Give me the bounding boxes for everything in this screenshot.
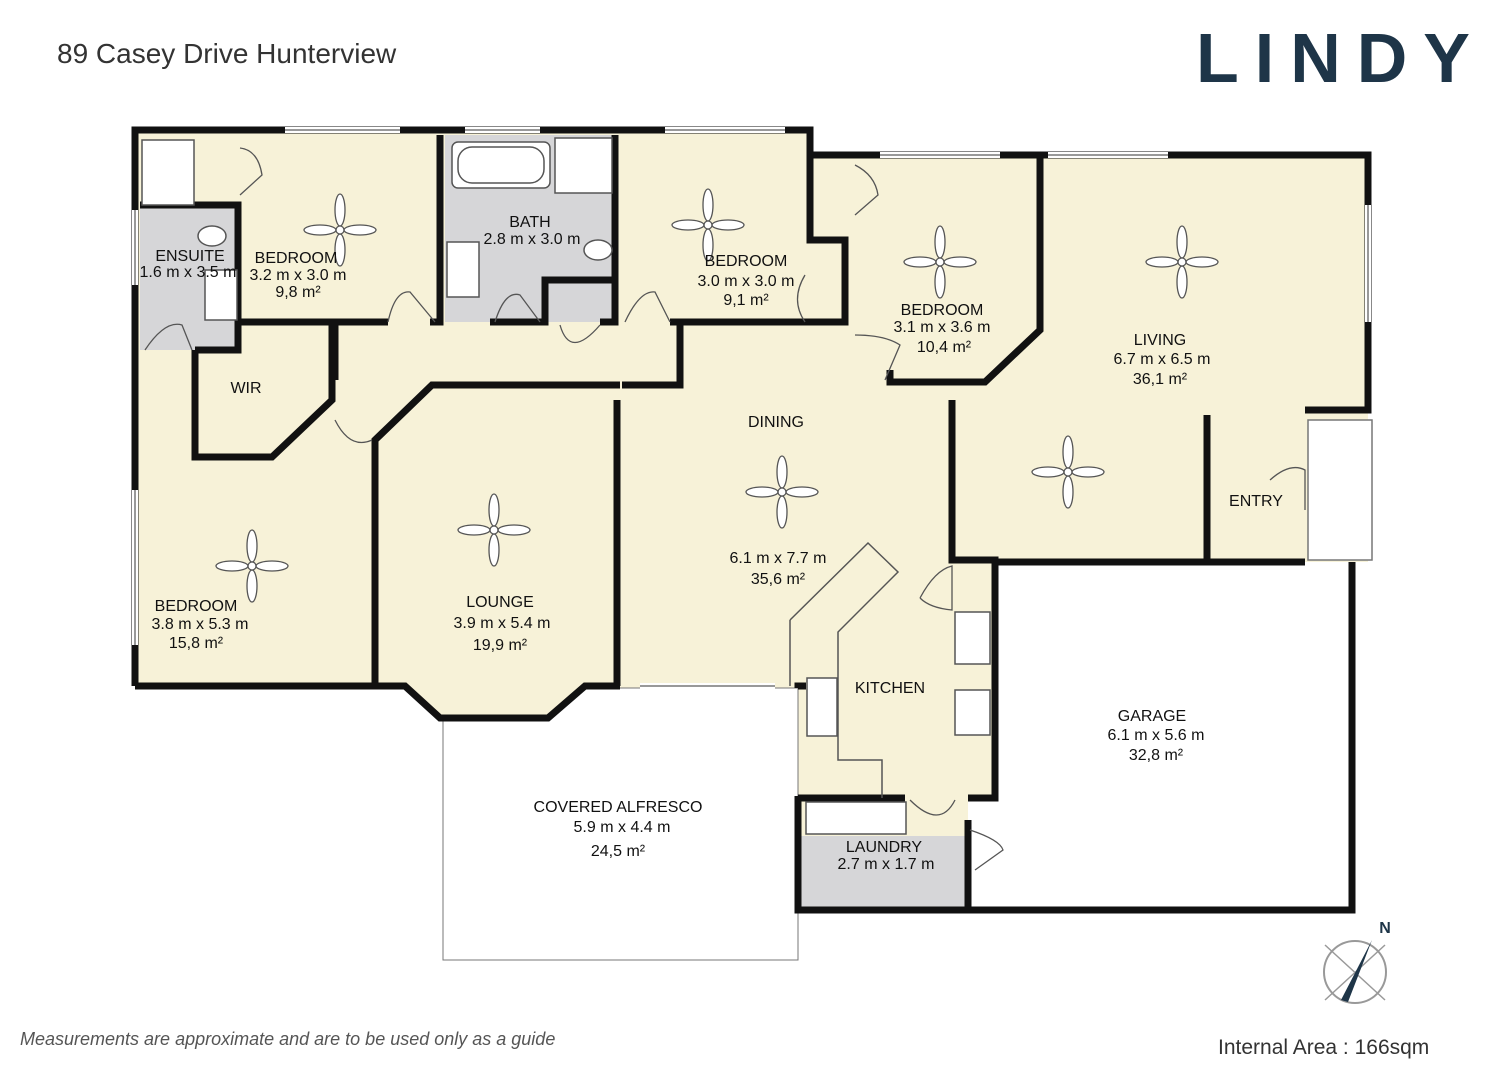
lounge-area: 19,9 m² bbox=[473, 637, 528, 654]
bedroom-top-mid-name: BEDROOM bbox=[705, 253, 788, 270]
garage-area: 32,8 m² bbox=[1129, 747, 1184, 764]
compass: N bbox=[1323, 920, 1391, 1004]
bedroom-bottom-left-area: 15,8 m² bbox=[169, 635, 224, 652]
brand-logo: LINDY bbox=[1196, 19, 1485, 97]
ceiling-fan-icon bbox=[303, 193, 377, 267]
lounge-dims: 3.9 m x 5.4 m bbox=[454, 615, 551, 632]
bath-dims: 2.8 m x 3.0 m bbox=[484, 231, 581, 248]
ceiling-fan-icon bbox=[215, 529, 289, 603]
bedroom-top-left-dims: 3.2 m x 3.0 m bbox=[250, 267, 347, 284]
kitchen-bench bbox=[789, 541, 991, 835]
bathroom-fixtures bbox=[141, 137, 613, 321]
living-dims: 6.7 m x 6.5 m bbox=[1114, 351, 1211, 368]
bath-name: BATH bbox=[509, 214, 550, 231]
ensuite-name: ENSUITE bbox=[155, 248, 224, 265]
dining-name: DINING bbox=[748, 414, 804, 431]
entry-name: ENTRY bbox=[1229, 493, 1283, 510]
disclaimer-text: Measurements are approximate and are to … bbox=[20, 1029, 556, 1049]
compass-north-label: N bbox=[1379, 920, 1391, 937]
alfresco-area: 24,5 m² bbox=[591, 843, 646, 860]
ceiling-fan-icon bbox=[745, 455, 819, 529]
ceiling-fan-icon bbox=[671, 188, 745, 262]
laundry-name: LAUNDRY bbox=[846, 839, 923, 856]
ensuite-dims: 1.6 m x 3.5 m bbox=[140, 264, 237, 281]
bedroom-top-left-area: 9,8 m² bbox=[275, 284, 321, 301]
bedroom-bottom-left-dims: 3.8 m x 5.3 m bbox=[152, 616, 249, 633]
bedroom-top-mid-area: 9,1 m² bbox=[723, 292, 769, 309]
ceiling-fan-icon bbox=[457, 493, 531, 567]
lounge-name: LOUNGE bbox=[466, 594, 534, 611]
ceiling-fans bbox=[215, 188, 1219, 603]
bedroom-right-dims: 3.1 m x 3.6 m bbox=[894, 319, 991, 336]
property-address: 89 Casey Drive Hunterview bbox=[57, 38, 397, 69]
windows bbox=[132, 127, 1371, 689]
internal-area-text: Internal Area : 166sqm bbox=[1218, 1036, 1430, 1059]
room-labels: ENSUITE 1.6 m x 3.5 m BEDROOM 3.2 m x 3.… bbox=[140, 214, 1284, 873]
laundry-floor bbox=[800, 836, 968, 908]
door-swings bbox=[144, 147, 1306, 871]
bedroom-bottom-left-name: BEDROOM bbox=[155, 598, 238, 615]
bedroom-top-mid-dims: 3.0 m x 3.0 m bbox=[698, 273, 795, 290]
alfresco-dims: 5.9 m x 4.4 m bbox=[574, 819, 671, 836]
bedroom-right-area: 10,4 m² bbox=[917, 339, 972, 356]
dining-dims: 6.1 m x 7.7 m bbox=[730, 550, 827, 567]
ceiling-fan-icon bbox=[1031, 435, 1105, 509]
dining-area: 35,6 m² bbox=[751, 571, 806, 588]
garage-dims: 6.1 m x 5.6 m bbox=[1108, 727, 1205, 744]
living-area: 36,1 m² bbox=[1133, 371, 1188, 388]
ceiling-fan-icon bbox=[1145, 225, 1219, 299]
alfresco-name: COVERED ALFRESCO bbox=[534, 799, 703, 816]
ceiling-fan-icon bbox=[903, 225, 977, 299]
entry-porch bbox=[1307, 419, 1373, 561]
laundry-dims: 2.7 m x 1.7 m bbox=[838, 856, 935, 873]
garage-floor bbox=[970, 562, 1352, 910]
bedroom-right-name: BEDROOM bbox=[901, 302, 984, 319]
bedroom-top-left-name: BEDROOM bbox=[255, 250, 338, 267]
kitchen-name: KITCHEN bbox=[855, 680, 925, 697]
living-name: LIVING bbox=[1134, 332, 1186, 349]
wir-name: WIR bbox=[230, 380, 261, 397]
garage-name: GARAGE bbox=[1118, 708, 1186, 725]
